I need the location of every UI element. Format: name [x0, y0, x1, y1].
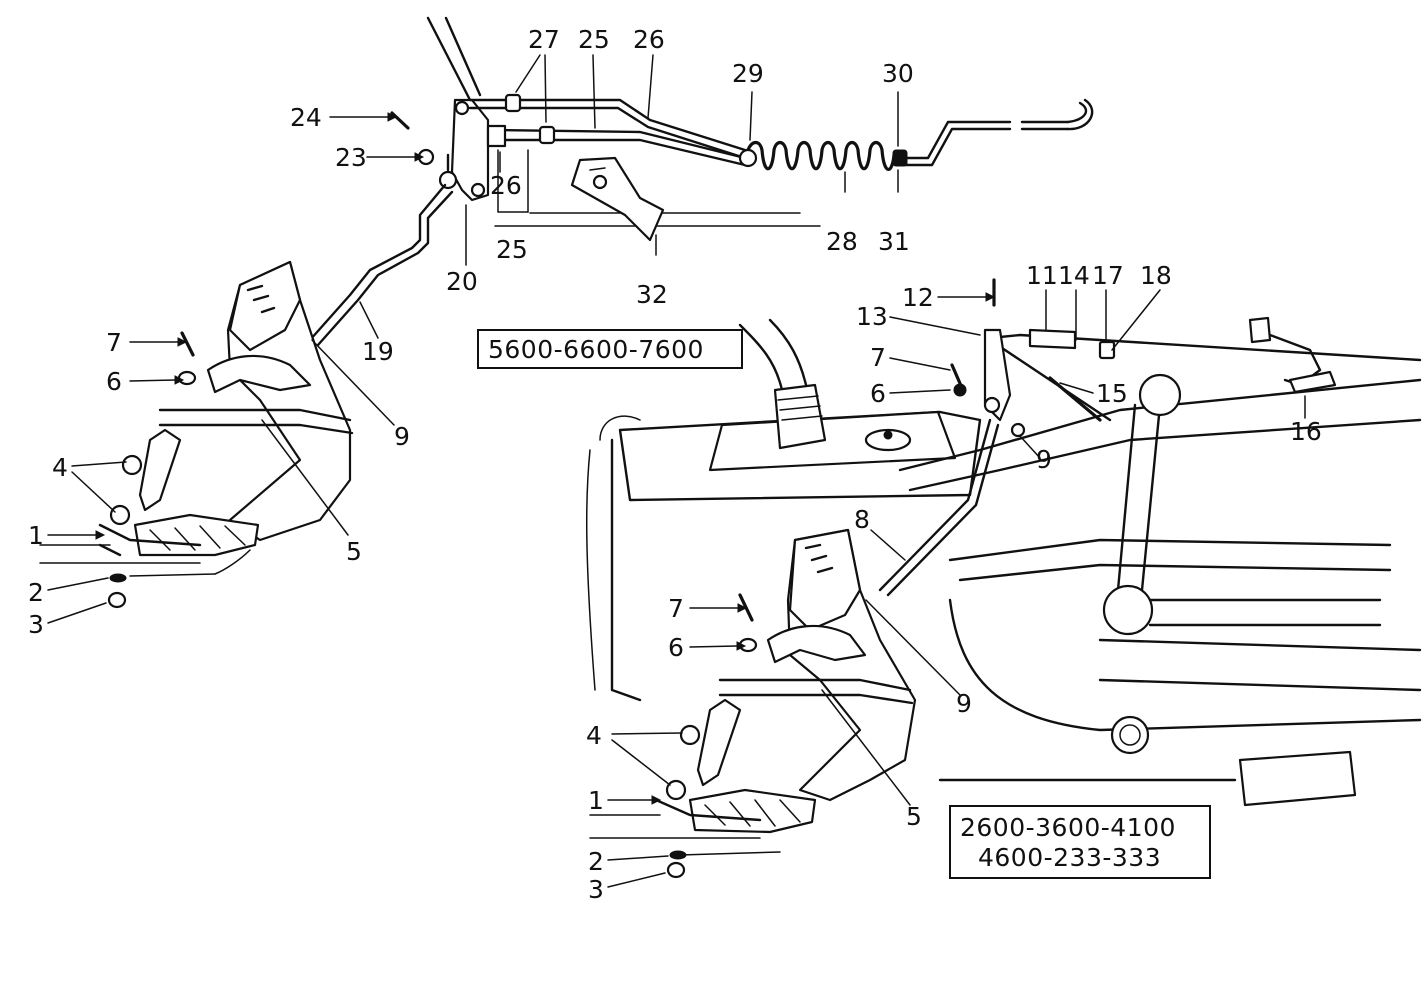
- callout-23: 25: [578, 25, 610, 54]
- callout-9-lower: 9: [956, 689, 972, 718]
- callout-1-lower: 1: [588, 786, 604, 815]
- callout-4: 4: [52, 453, 68, 482]
- callout-27: 27: [528, 25, 560, 54]
- callout-6-lower-left: 6: [668, 633, 684, 662]
- model-label-lower-line1: 2600-3600-4100: [960, 813, 1176, 842]
- callout-7-lower: 7: [870, 343, 886, 372]
- callout-3: 3: [28, 610, 44, 639]
- callout-19: 19: [362, 337, 394, 366]
- callout-11: 11: [1026, 261, 1058, 290]
- callout-7: 7: [106, 328, 122, 357]
- upper-linkage-assembly: [39, 16, 1094, 609]
- callout-25: 25: [496, 235, 528, 264]
- callout-numbers-upper: 24 23 27 25 26 29 30 26 20 25 28 31 32 1…: [28, 25, 914, 639]
- model-label-upper: 5600-6600-7600: [477, 329, 743, 369]
- callout-16: 16: [1290, 417, 1322, 446]
- callout-32: 32: [636, 280, 668, 309]
- callout-3-lower: 3: [588, 875, 604, 904]
- callout-12: 12: [902, 283, 934, 312]
- callout-21: 23: [335, 143, 367, 172]
- callout-17: 17: [1092, 261, 1124, 290]
- callout-9: 9: [394, 422, 410, 451]
- spring-coils: [746, 140, 896, 171]
- callout-14: 14: [1058, 261, 1090, 290]
- callout-20: 20: [446, 267, 478, 296]
- callout-13: 13: [856, 302, 888, 331]
- callout-6: 6: [106, 367, 122, 396]
- callout-1: 1: [28, 521, 44, 550]
- callout-6-lower: 6: [870, 379, 886, 408]
- callout-24: 26: [633, 25, 665, 54]
- lower-tractor-assembly: [585, 278, 1422, 879]
- callout-15: 15: [1096, 379, 1128, 408]
- callout-7-lower-left: 7: [668, 594, 684, 623]
- model-label-upper-text: 5600-6600-7600: [488, 335, 704, 364]
- callout-8: 8: [854, 505, 870, 534]
- callout-10: 9: [1036, 445, 1052, 474]
- callout-numbers-lower: 12 13 11 14 17 18 7 6 15 16 9 8 9 5 7 6 …: [586, 261, 1322, 904]
- callout-5-lower: 5: [906, 802, 922, 831]
- callout-5: 5: [346, 537, 362, 566]
- callout-26: 26: [490, 171, 522, 200]
- callout-29: 29: [732, 59, 764, 88]
- model-label-lower-line2: 4600-233-333: [978, 843, 1161, 872]
- model-label-lower: 2600-3600-4100 4600-233-333: [949, 805, 1211, 879]
- callout-4-lower: 4: [586, 721, 602, 750]
- callout-31: 31: [878, 227, 910, 256]
- callout-18: 18: [1140, 261, 1172, 290]
- callout-22: 24: [290, 103, 322, 132]
- callout-2-lower: 2: [588, 847, 604, 876]
- callout-2: 2: [28, 578, 44, 607]
- callout-28: 28: [826, 227, 858, 256]
- leader-lines: [47, 54, 1306, 888]
- callout-30: 30: [882, 59, 914, 88]
